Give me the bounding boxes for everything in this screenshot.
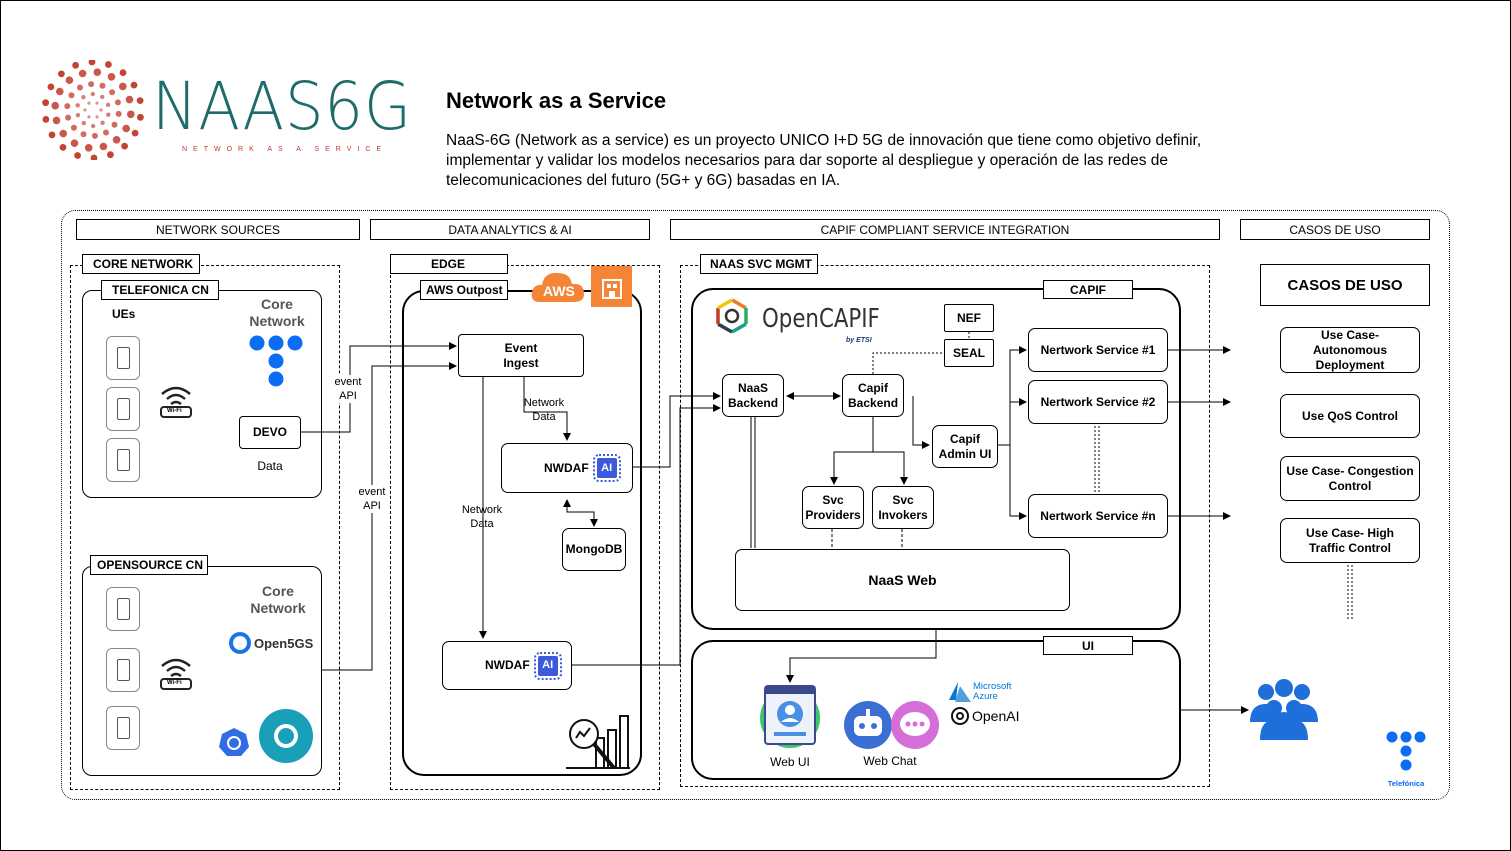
web-chat-label: Web Chat [863,754,917,768]
wifi-label: Wi-Fi [167,408,182,414]
os-phone-2 [106,648,140,692]
open5gs-icon [229,632,251,654]
network-service-n-box: Nertwork Service #n [1028,494,1168,538]
devo-box: DEVO [239,416,301,449]
aws-label: AWS [543,283,575,299]
svc-invokers-box: Svc Invokers [872,486,934,529]
core-network-label-telefonica: Core Network [249,296,305,329]
section-data-analytics: DATA ANALYTICS & AI [370,219,650,240]
wifi-router-icon: Wi-Fi [158,380,194,425]
outer-container [61,210,1450,800]
ai-label-1: AI [601,461,613,474]
opencapif-icon [716,298,748,334]
ue-phone-2 [106,387,140,431]
capif-backend-box: Capif Backend [842,374,904,417]
ai-chip-icon-1: AI [592,454,621,482]
web-ui-icon[interactable] [758,684,822,755]
logo-dots-icon [42,60,144,160]
open5gs-logo: Open5GS [229,632,313,654]
openai-icon [951,707,969,725]
cloud-globe-icon [257,708,315,769]
mongodb-box: MongoDB [562,528,626,571]
network-data-label-2: Network Data [456,503,508,531]
telefonica-logo-icon [248,334,306,393]
use-case-high-traffic[interactable]: Use Case- High Traffic Control [1280,518,1420,563]
opensource-cn-tag: OPENSOURCE CN [90,555,208,575]
event-api-label-1: event API [330,375,366,403]
telefonica-footer-icon [1386,731,1426,771]
openai-label: OpenAI [972,708,1020,724]
aws-cloud-icon: AWS [530,268,586,313]
web-ui-label: Web UI [770,755,810,769]
svc-providers-box: Svc Providers [802,486,864,529]
use-cases-title: CASOS DE USO [1260,264,1430,306]
kubernetes-icon [219,727,249,762]
aws-outpost-tag: AWS Outpost [420,280,508,300]
section-casos-de-uso: CASOS DE USO [1240,219,1430,240]
by-etsi-label: by ETSI [846,337,872,344]
event-ingest-box: Event Ingest [458,334,584,377]
analytics-magnifier-icon [566,712,632,779]
ai-chip-icon-2: AI [533,651,562,680]
open5gs-label: Open5GS [254,635,314,651]
wifi-label-2: Wi-Fi [167,680,182,686]
nwdaf-box-1: NWDAF AI [501,443,633,493]
naas-web-box[interactable]: NaaS Web [735,549,1070,611]
os-phone-3 [106,706,140,750]
nef-box: NEF [944,304,994,332]
naas-backend-box: NaaS Backend [722,374,784,417]
seal-box: SEAL [944,339,994,367]
chat-bubble-icon[interactable] [890,700,940,755]
telefonica-cn-tag: TELEFONICA CN [101,280,219,300]
capif-admin-ui-box: Capif Admin UI [932,425,998,468]
network-service-2-box: Nertwork Service #2 [1028,380,1168,424]
chatbot-robot-icon[interactable] [843,700,893,755]
capif-tag: CAPIF [1043,280,1133,299]
ai-label-2: AI [542,659,554,671]
microsoft-azure-logo: Microsoft Azure [949,682,1025,702]
core-network-tag: CORE NETWORK [82,254,200,274]
section-network-sources: NETWORK SOURCES [76,219,360,240]
use-case-congestion[interactable]: Use Case- Congestion Control [1280,456,1420,501]
page-description: NaaS-6G (Network as a service) es un pro… [446,132,1202,189]
edge-tag: EDGE [390,254,508,274]
data-label: Data [257,459,283,473]
naas6g-logo: NAAS6G NETWORK AS A SERVICE [40,60,420,170]
opencapif-logo: OpenCAPIF by ETSI [714,296,880,344]
ui-tag: UI [1043,636,1133,655]
network-service-1-box: Nertwork Service #1 [1028,328,1168,372]
nwdaf-label-1: NWDAF [544,460,589,475]
nwdaf-box-2: NWDAF AI [442,641,572,690]
logo-subtitle: NETWORK AS A SERVICE [182,146,388,153]
opencapif-label: OpenCAPIF [762,304,880,334]
core-network-label-opensource: Core Network [250,583,306,616]
azure-icon [949,682,971,702]
section-capif-integration: CAPIF COMPLIANT SERVICE INTEGRATION [670,219,1220,240]
network-data-label-1: Network Data [520,396,568,424]
nwdaf-label-2: NWDAF [485,658,530,672]
event-api-label-2: event API [354,485,390,513]
logo-text: NAAS6G [152,68,412,145]
ue-phone-1 [106,336,140,380]
telefonica-footer-logo: Telefónica [1383,730,1429,788]
use-case-autonomous[interactable]: Use Case- Autonomous Deployment [1280,327,1420,373]
page-title: Network as a Service [446,88,667,113]
telefonica-footer-label: Telefónica [1387,779,1425,788]
wifi-router-icon-2: Wi-Fi [158,652,194,697]
os-phone-1 [106,587,140,631]
naas-svc-mgmt-tag: NAAS SVC MGMT [700,254,818,274]
ues-label: UEs [112,307,136,321]
users-group-icon [1248,678,1320,747]
aws-outposts-icon [591,266,632,307]
ue-phone-3 [106,438,140,482]
microsoft-azure-label: Microsoft Azure [973,681,1012,702]
openai-logo: OpenAI [950,706,1019,726]
use-case-qos[interactable]: Use QoS Control [1280,394,1420,438]
